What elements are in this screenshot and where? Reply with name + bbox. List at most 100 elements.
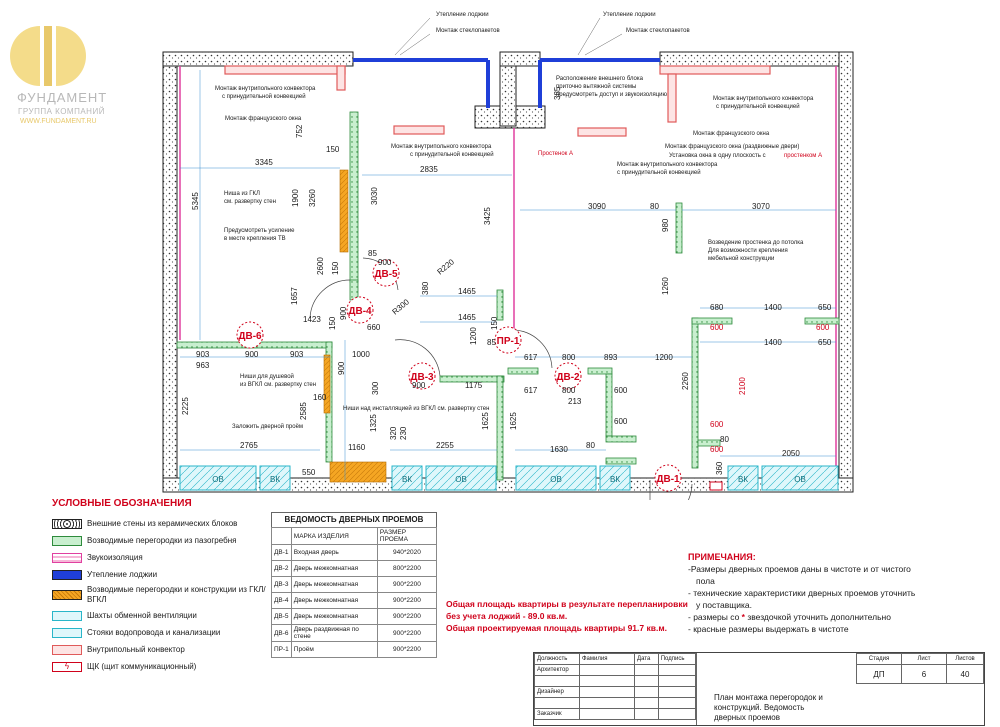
note: Установка окна в одну плоскость с: [669, 153, 766, 159]
dim: 1657: [290, 287, 299, 305]
dim: 980: [661, 218, 670, 232]
table-header-row: МАРКА ИЗДЕЛИЯ РАЗМЕР ПРОЕМА: [271, 527, 438, 545]
dim: 650: [818, 303, 832, 312]
dim: 1160: [348, 443, 366, 452]
panel-icon: [709, 481, 723, 491]
legend-item: Утепление лоджии: [52, 566, 282, 583]
vent-shaft-swatch-icon: [52, 610, 82, 621]
note: с принудительной конвекцией: [222, 93, 306, 100]
door-mark-dv3: ДВ-3: [410, 372, 434, 383]
dim: 600: [816, 323, 830, 332]
dim: 1900: [291, 189, 300, 207]
door-mark-dv5: ДВ-5: [374, 269, 398, 280]
table-cell: Дверь межкомнатная: [290, 560, 378, 577]
stage-value: ДП: [856, 664, 902, 684]
legend-label: Шахты обменной вентиляции: [87, 611, 197, 620]
note: Ниши для душевой: [240, 373, 294, 380]
area-line: Общая проектируемая площадь квартиры 91.…: [446, 623, 667, 633]
shaft-label: ВК: [402, 475, 412, 484]
sound-swatch-icon: [52, 552, 82, 563]
dim: 150: [490, 316, 499, 330]
legend-label: Утепление лоджии: [87, 570, 158, 579]
legend: УСЛОВНЫЕ ОБОЗНАЧЕНИЯ Внешние стены из ке…: [52, 498, 282, 675]
dim: 600: [614, 386, 628, 395]
stamp-header: Дата: [634, 653, 659, 665]
legend-item: ϟ ЩК (щит коммуникационный): [52, 658, 282, 675]
stamp-empty-cell: [696, 653, 857, 725]
dim: 1175: [465, 381, 483, 390]
stamp-header: Листов: [946, 653, 984, 665]
gkl-constructions: [323, 169, 387, 483]
dim: 1625: [481, 412, 490, 430]
dim: 160: [313, 393, 327, 402]
legend-label: Внешние стены из керамических блоков: [87, 519, 238, 528]
legend-item: Возводимые перегородки из пазогребня: [52, 532, 282, 549]
note: Монтаж французского окна: [225, 116, 302, 122]
dim: 1400: [764, 338, 782, 347]
dim: 900: [245, 350, 259, 359]
note: Монтаж французского окна: [693, 131, 770, 137]
note: из ВГКЛ см. развертку стен: [240, 382, 316, 388]
leader-lines: [394, 17, 623, 56]
dim: 213: [568, 397, 582, 406]
legend-title: УСЛОВНЫЕ ОБОЗНАЧЕНИЯ: [52, 498, 192, 509]
note: Монтаж внутрипольного конвектора: [391, 144, 492, 150]
shaft-label: ОВ: [794, 475, 806, 484]
legend-label: Стояки водопровода и канализации: [87, 628, 221, 637]
dim: 360: [715, 461, 724, 475]
dim: 1200: [469, 327, 478, 345]
note: Предусмотреть усиление: [224, 228, 295, 234]
logo-name: ФУНДАМЕНТ: [17, 90, 108, 105]
dim: R300: [391, 297, 412, 317]
dim: 1423: [303, 315, 321, 324]
table-cell: 900*2200: [376, 592, 438, 609]
note: Монтаж внутрипольного конвектора: [713, 96, 814, 102]
area-line: Общая площадь квартиры в результате пере…: [446, 599, 688, 609]
table-cell: ДВ-3: [271, 576, 292, 593]
dim: 1400: [764, 303, 782, 312]
shaft-label: ВК: [270, 475, 280, 484]
loggia-swatch-icon: [52, 569, 82, 580]
dim: 800: [562, 353, 576, 362]
dim: 2255: [436, 441, 454, 450]
convectors: [224, 65, 771, 137]
table-cell: ДВ-1: [271, 544, 292, 561]
table-cell: 900*2200: [376, 576, 438, 593]
dim: 320: [389, 426, 398, 440]
dim: 800: [562, 386, 576, 395]
dim: 80: [720, 435, 729, 444]
dim: 903: [290, 350, 304, 359]
dim: 150: [326, 145, 340, 154]
table-cell: ДВ-2: [271, 560, 292, 577]
company-logo: ФУНДАМЕНТ ГРУППА КОМПАНИЙ WWW.FUNDAMENT.…: [8, 18, 138, 125]
dimension-values: 3345 2835 5345 752 150 1900 3260 3030 34…: [181, 86, 832, 477]
legend-item: Стояки водопровода и канализации: [52, 624, 282, 641]
dim: 1465: [458, 287, 476, 296]
area-line: без учета лоджий - 89.0 кв.м.: [446, 611, 568, 621]
panel-swatch-icon: ϟ: [52, 661, 82, 672]
door-mark-pr1: ПР-1: [497, 336, 520, 347]
table-cell: ДВ-5: [271, 608, 292, 625]
dim: 600: [710, 445, 724, 454]
dim: 1200: [655, 353, 673, 362]
stamp-role: Архитектор: [534, 664, 580, 676]
note-line: - технические характеристики дверных про…: [688, 588, 916, 598]
table-cell: 800*2200: [376, 560, 438, 577]
legend-item: Внутрипольный конвектор: [52, 641, 282, 658]
table-cell: ДВ-6: [271, 624, 292, 642]
table-cell: Дверь межкомнатная: [290, 608, 378, 625]
dim: 903: [196, 350, 210, 359]
dim: R220: [436, 257, 457, 277]
dim: 2600: [316, 257, 325, 275]
dim: 3070: [752, 202, 770, 211]
shafts: [179, 465, 839, 491]
dim: 900: [337, 361, 346, 375]
door-table-title: ВЕДОМОСТЬ ДВЕРНЫХ ПРОЕМОВ: [271, 512, 437, 527]
ceramic-swatch-icon: [52, 518, 82, 529]
sheet-value: 6: [901, 664, 947, 684]
